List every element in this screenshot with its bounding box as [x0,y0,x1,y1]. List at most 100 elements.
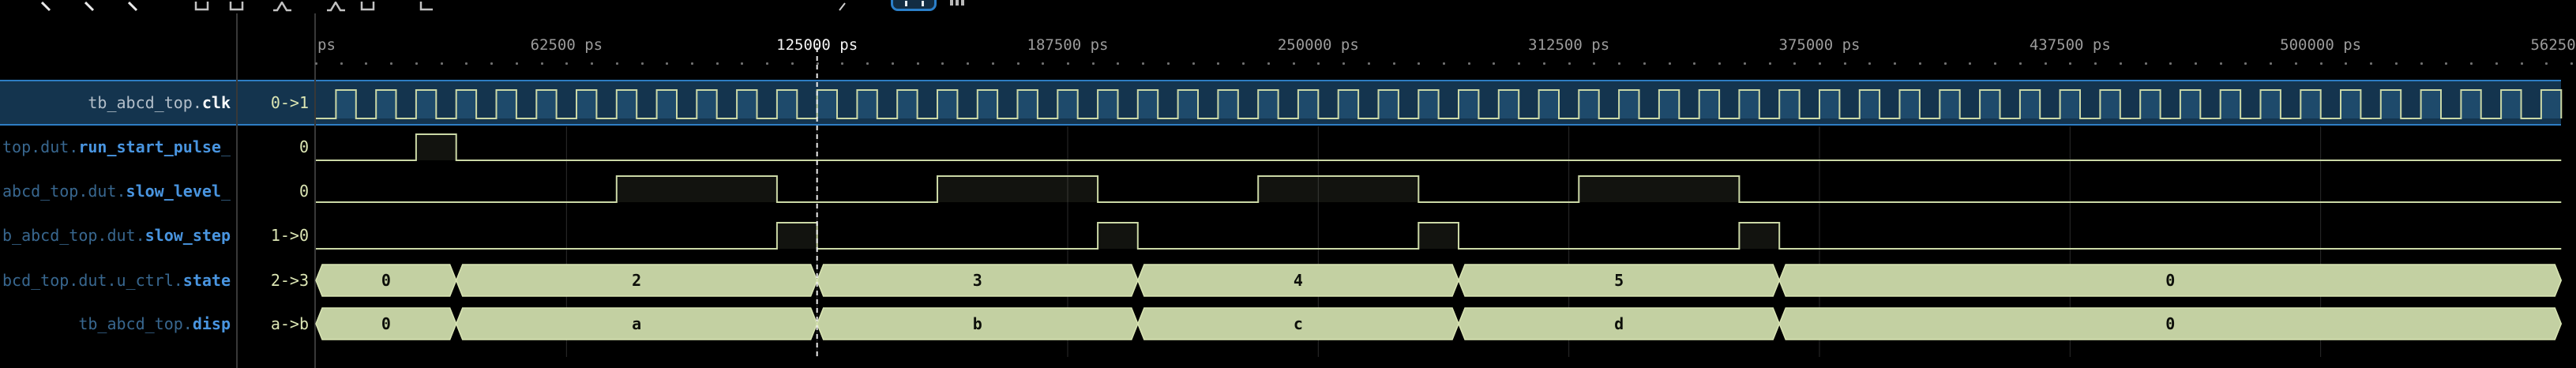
clock-high-fill [2461,90,2481,118]
clock-high-fill [1177,90,1199,118]
clock-high-fill [656,90,677,118]
binary-waveform [316,222,2562,250]
timeline-minor-tick [2345,62,2348,65]
timeline-minor-tick [866,62,869,65]
clock-high-fill [697,90,717,118]
timeline-minor-tick [1793,62,1797,65]
next-transition-icon[interactable] [327,0,346,15]
timeline-minor-tick [365,62,368,65]
timeline-tick-label: 187500 ps [1027,36,1109,54]
clock-high-fill [536,90,557,118]
snap-to-edge-toggle[interactable] [891,0,937,11]
clock-high-fill [897,90,918,118]
clock-high-fill [2140,90,2161,118]
timeline-minor-tick [1969,62,1972,65]
goto-start-icon[interactable] [194,0,210,15]
pointer-icon[interactable] [839,0,847,15]
binary-high-fill [1258,176,1419,202]
bus-segment-label: 5 [1614,271,1624,290]
clock-high-fill [1218,90,1238,118]
bus-segment-label: 0 [2165,271,2175,290]
timeline-minor-tick [2169,62,2172,65]
signal-path-prefix: bcd_top.dut.u_ctrl. [2,271,183,290]
signal-path-prefix: _abcd_top.dut. [2,182,231,201]
clock-high-fill [2380,90,2401,118]
next-falling-edge-icon[interactable] [419,0,435,15]
clock-high-fill [1859,90,1880,118]
clock-high-fill [2100,90,2120,118]
signal-name: b_abcd_top.dut.slow_step [0,226,231,245]
timeline-minor-tick [690,62,693,65]
signal-name: bcd_top.dut.u_ctrl.state [0,271,231,290]
prev-transition-icon[interactable] [273,0,292,15]
timeline-tick-label: 500000 ps [2280,36,2362,54]
zoom-in-icon[interactable] [84,0,96,15]
bus-segment-label: 2 [632,271,641,290]
zoom-out-icon[interactable] [40,0,52,15]
signal-value: 0->1 [270,93,309,112]
binary-high-fill [1739,223,1780,249]
timeline-minor-tick [2194,62,2197,65]
bus-segment-label: b [973,314,982,333]
bus-segment-label: d [1614,314,1624,333]
timeline-minor-tick [2445,62,2448,65]
clock-high-fill [1057,90,1078,118]
timeline-minor-tick [967,62,970,65]
timeline-tick-label: 312500 ps [1528,36,1610,54]
binary-high-fill [415,134,456,160]
signal-name: tb_abcd_top.disp [0,314,231,333]
timeline-tick-label: 437500 ps [2029,36,2111,54]
binary-high-fill [1418,223,1459,249]
name-value-divider[interactable] [236,13,238,368]
timeline-minor-tick [1016,62,1020,65]
timeline-minor-tick [2294,62,2297,65]
clock-high-fill [1338,90,1359,118]
clock-high-fill [2501,90,2522,118]
timeline-minor-tick [941,62,944,65]
timeline-minor-tick [891,62,894,65]
clock-high-fill [1418,90,1439,118]
clock-high-fill [496,90,516,118]
timeline-minor-tick [2219,62,2222,65]
goto-end-icon[interactable] [229,0,245,15]
clock-high-fill [1498,90,1519,118]
timeline-minor-tick [1367,62,1370,65]
signal-name: _abcd_top.dut.slow_level [0,182,231,201]
timeline-minor-tick [1618,62,1621,65]
clock-high-fill [1779,90,1800,118]
side-panel-icon[interactable] [950,0,967,6]
timeline-minor-tick [440,62,443,65]
timeline-minor-tick [1818,62,1821,65]
timeline-minor-tick [2520,62,2523,65]
timeline-minor-tick [1042,62,1045,65]
timeline-minor-tick [1668,62,1671,65]
signal-path-prefix: tb_abcd_top. [88,93,202,112]
timeline-minor-tick [1342,62,1346,65]
timeline-minor-tick [1593,62,1596,65]
timeline-minor-tick [490,62,494,65]
timeline-minor-tick [2470,62,2473,65]
next-rising-edge-icon[interactable] [360,0,376,15]
timeline-minor-tick [1493,62,1496,65]
clock-high-fill [1940,90,1960,118]
timeline-minor-tick [1292,62,1295,65]
timeline-minor-tick [1918,62,1921,65]
binary-high-fill [1098,223,1138,249]
clock-high-fill [937,90,958,118]
clock-high-fill [1297,90,1319,118]
timeline-minor-tick [1242,62,1245,65]
timeline-minor-tick [1267,62,1270,65]
zoom-fit-icon[interactable] [127,0,139,15]
timeline-minor-tick [816,62,819,65]
timeline-minor-tick [615,62,618,65]
panel-wave-divider[interactable] [314,13,316,368]
timeline-minor-tick [2545,62,2548,65]
